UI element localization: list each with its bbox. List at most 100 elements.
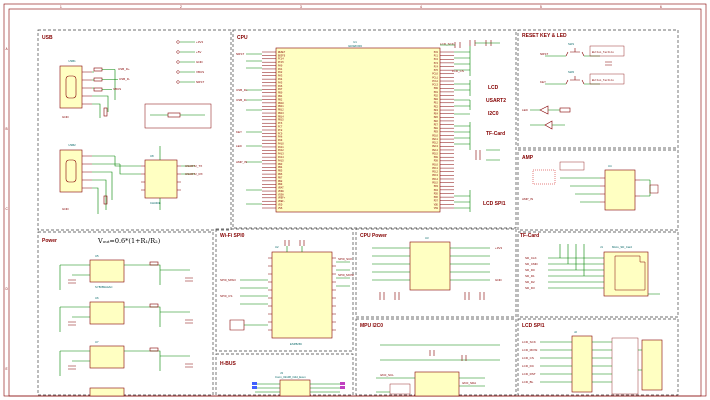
mcu-pin-label: PD7 xyxy=(434,200,439,203)
usb-connector-2-ref: USB2 xyxy=(68,143,76,147)
mcu-pin-label: PA13 xyxy=(278,153,284,156)
cpu-label-lcd-spi1: LCD SPI1 xyxy=(483,201,506,207)
net-mpu-sda: I2C0_SDA xyxy=(462,381,476,385)
net-lcd-sck: LCD_SCK xyxy=(522,340,536,344)
ch340-body xyxy=(144,159,178,199)
mcu-pin-label: PB8 xyxy=(278,180,283,183)
net-cpu-key: KEY xyxy=(236,130,242,134)
net-side-vcc: +3V3 xyxy=(196,40,203,44)
mcu-pin-label: PA6 xyxy=(278,85,283,88)
wifi-module-value: ESP8266 xyxy=(290,342,302,346)
cpu-section-frame xyxy=(232,29,517,229)
power-formula: Vₒᵤₜ=0.6*(1+R₁/R₂) xyxy=(97,237,161,245)
mcu-pin-label: PE10 xyxy=(432,134,438,137)
mcu-pin-label: PE4 xyxy=(434,113,439,116)
net-mpu-scl: I2C0_SCL xyxy=(380,373,394,377)
mcu-body xyxy=(275,47,441,213)
net-side-v5: +5V xyxy=(196,50,201,54)
mcu-pin-label: PB1 xyxy=(278,95,283,98)
wifi-module: U2 ESP8266 SPI0_SCK SPI0_MOSI SPI0_MISO … xyxy=(220,245,354,346)
mcu-pin-label: VREF+ xyxy=(278,197,286,200)
mcu-pin-label: PA9 xyxy=(278,139,283,142)
net-sd-d3: SD_D3 xyxy=(525,286,535,290)
mcu-pin-label: PD13 xyxy=(432,174,438,177)
net-lcd-cs: LCD_CS xyxy=(522,356,534,360)
mcu-pin-label: PB3 xyxy=(278,163,283,166)
mcu-pin-label: PB5 xyxy=(278,170,283,173)
hbus-connector-ref: J3 xyxy=(280,371,283,375)
mcu-ref: U1 xyxy=(353,40,357,44)
mcu-pin-label: PD12 xyxy=(432,171,438,174)
cpu-power-chip: U3 +3V3 GND xyxy=(372,236,503,300)
led-circuit: LED xyxy=(522,105,571,130)
mpu-body xyxy=(414,371,460,397)
mcu-pin-label: PC2 xyxy=(434,58,439,61)
usb-connector-2: USB2 GND xyxy=(59,143,120,214)
mcu-pin-label: VDDA xyxy=(278,190,284,193)
amp-section-frame xyxy=(517,149,679,231)
regulator-1: U5 SY8089AAAC xyxy=(59,254,193,290)
lcd-connector-body xyxy=(571,335,593,393)
mcu-pin-label: PD3 xyxy=(434,185,439,188)
mcu-pin-label: PD4 xyxy=(434,189,439,192)
net-cpu-led: LED xyxy=(236,144,243,148)
mcu-pin-label: PC5 xyxy=(434,69,439,72)
net-vbus-1: VBUS xyxy=(113,87,121,91)
net-cpu-usb-dm: USB_D- xyxy=(236,98,247,102)
mcu-pin-label: VSS xyxy=(434,207,439,210)
wifi-section-frame xyxy=(215,228,354,352)
mcu-pin-label: PB13 xyxy=(278,112,284,115)
mcu-pin-label: PC9 xyxy=(278,132,283,135)
mcu-pin-label: PE3 xyxy=(434,109,439,112)
sheet-inner-frame xyxy=(8,8,702,397)
amp-section-title: AMP xyxy=(522,155,534,161)
hbus-connector-value: Conn_02x08_Odd_Even xyxy=(275,375,306,379)
mcu-pin-label: PD14 xyxy=(432,178,438,181)
mcu-pin-label: PE0 xyxy=(434,98,439,101)
usb1-passives: USB_D+ USB_D- VBUS GND xyxy=(62,67,130,119)
mcu-pin-label: PB9 xyxy=(278,183,283,186)
usb-connector-1-ref: USB1 xyxy=(68,59,76,63)
regulator-2-body xyxy=(89,301,125,325)
mcu-pin-label: PD5 xyxy=(434,192,439,195)
net-cpu-power-gnd: GND xyxy=(495,278,503,282)
net-sd-d2: SD_D2 xyxy=(525,280,535,284)
net-sd-cmd: SD_CMD xyxy=(525,262,539,266)
mcu-pin-label: PA10 xyxy=(278,142,284,145)
power-section-title: Power xyxy=(42,238,57,244)
mcu-pin-label: PD15 xyxy=(432,182,438,185)
net-usart-rx: USART2_RX xyxy=(185,172,203,176)
mcu-pin-label: VDD xyxy=(434,203,439,206)
regulator-3-body xyxy=(89,345,125,369)
frame-col-2: 2 xyxy=(180,5,182,9)
reset-section-title: RESET KEY & LED xyxy=(522,33,567,39)
frame-col-4: 4 xyxy=(420,5,422,9)
tf-card-body xyxy=(603,251,649,297)
mcu-pin-label: PE12 xyxy=(432,142,438,145)
frame-col-5: 5 xyxy=(540,5,542,9)
lcd-section-frame xyxy=(517,318,679,396)
mcu-pin-label: PA12 xyxy=(278,149,284,152)
net-user-key: KEY xyxy=(540,80,546,84)
reset-button: SW1 Button_Tactile NRST xyxy=(540,42,625,66)
mcu-pin-label: PB0 xyxy=(278,92,283,95)
user-button: SW2 Button_Tactile KEY xyxy=(540,70,625,85)
mcu-pin-label: PA3 xyxy=(278,75,283,78)
frame-row-e: E xyxy=(6,367,8,371)
net-cpu-lcd-sck: LCD_SCK xyxy=(440,42,454,46)
net-lcd-dc: LCD_DC xyxy=(522,364,535,368)
net-wifi-cs: SPI0_CS xyxy=(220,294,232,298)
mcu-left-pin-group: RESETBOOT0PC14PC15PA0PA1PA2PA3PA4PA5PA6P… xyxy=(262,51,286,210)
usb-connector-1-body xyxy=(59,65,83,109)
mcu-pin-label: VBAT xyxy=(278,187,284,190)
mcu-pin-label: PA8 xyxy=(278,136,283,139)
regulator-2: U6 xyxy=(59,296,193,332)
mcu-pin-label: PE13 xyxy=(432,145,438,148)
mcu-pin-label: VSSA xyxy=(278,193,284,196)
power-section-frame xyxy=(37,231,214,396)
mcu-pin-label: PB11 xyxy=(278,105,284,108)
mcu-pin-label: PD8 xyxy=(434,156,439,159)
tf-card-value: Micro_SD_Card xyxy=(612,245,632,249)
net-side-gnd: GND xyxy=(196,60,204,64)
